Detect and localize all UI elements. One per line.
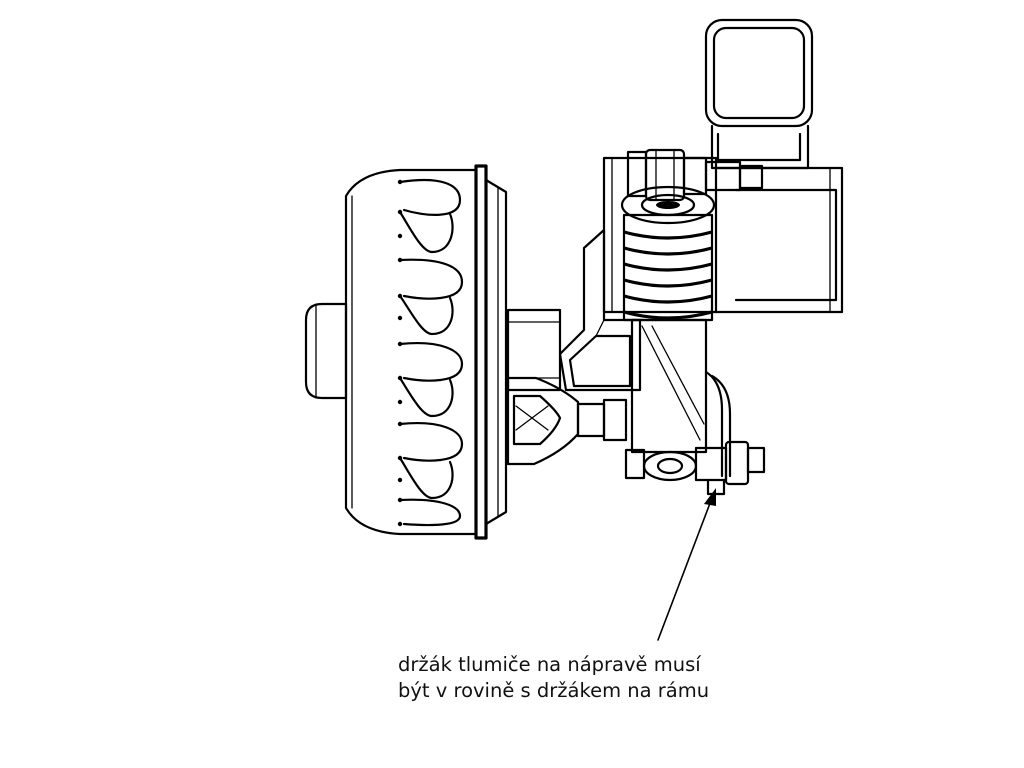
tie-rod-end (506, 376, 628, 466)
frame-tube (704, 18, 814, 170)
shock-top-eye (620, 185, 716, 225)
brake-drum (304, 164, 508, 540)
leader-arrow (657, 488, 716, 641)
upper-mount-bolt (626, 148, 764, 202)
annotation-line-2: být v rovině s držákem na rámu (398, 679, 710, 702)
annotation-note: držák tlumiče na nápravě musí být v rovi… (398, 652, 709, 704)
lower-mount-bolt (624, 440, 766, 496)
drum-cooling-fins (398, 178, 464, 527)
axle-shock-bracket (558, 228, 642, 392)
shock-bellows (622, 213, 714, 322)
shock-body (630, 318, 732, 478)
annotation-line-1: držák tlumiče na nápravě musí (398, 653, 701, 676)
drum-fin-dots (397, 179, 403, 527)
